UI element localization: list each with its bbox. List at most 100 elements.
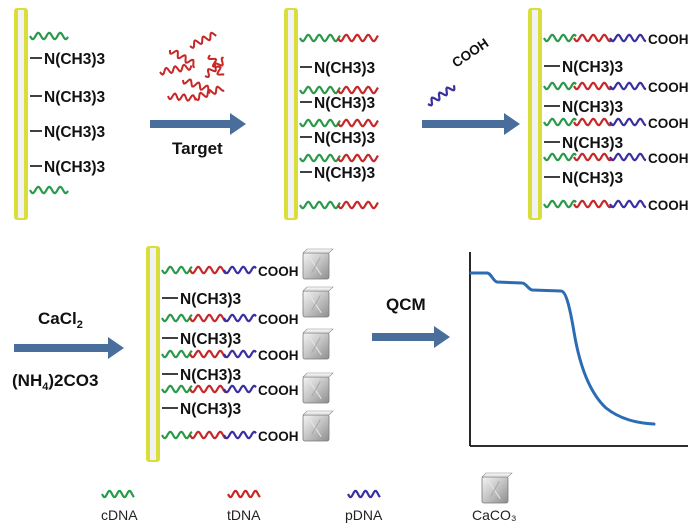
carbonate-close: )2CO3 bbox=[48, 371, 98, 390]
tdna-strand bbox=[182, 78, 211, 94]
caco3-crystal bbox=[302, 372, 334, 404]
cdna-strand bbox=[161, 430, 193, 440]
target-dna-cluster bbox=[159, 31, 225, 102]
cdna-strand bbox=[543, 199, 577, 209]
amine-label: N(CH3)3 bbox=[314, 60, 376, 77]
tdna-strand bbox=[189, 265, 227, 275]
legend: cDNA tDNA pDNA CaCO₃ bbox=[101, 472, 517, 523]
electrode-core bbox=[532, 10, 538, 218]
qcm-label: QCM bbox=[386, 295, 426, 314]
tdna-strand bbox=[573, 199, 613, 209]
tdna-strand bbox=[159, 63, 193, 76]
amine-label: N(CH3)3 bbox=[44, 159, 106, 176]
tdna-strand bbox=[573, 117, 613, 127]
tdna-strand bbox=[337, 118, 379, 128]
carboxyl-label: COOH bbox=[648, 32, 689, 47]
cdna-legend-icon bbox=[101, 489, 135, 499]
tdna-strand bbox=[337, 153, 379, 163]
cacl2-label: CaCl2 bbox=[38, 309, 83, 331]
pdna-strand bbox=[609, 81, 647, 91]
panel-2-hybridized-electrode: N(CH3)3 N(CH3)3 N(CH3)3 N(CH3)3 bbox=[284, 8, 379, 220]
legend-item-cdna: cDNA bbox=[101, 489, 138, 523]
pdna-strand bbox=[609, 152, 647, 162]
crystal-group-p4 bbox=[302, 248, 334, 442]
tdna-strand bbox=[573, 152, 613, 162]
cdna-strand bbox=[161, 384, 193, 394]
panel-3-pdna-bound-electrode: COOH COOH COOH COOH COOH N(CH3)3 N(CH3)3… bbox=[528, 8, 689, 220]
cdna-strand bbox=[299, 153, 341, 163]
strand-group-p4 bbox=[161, 265, 257, 440]
ammonium-carbonate-label: (NH4)2CO3 bbox=[12, 371, 98, 393]
cdna-strand bbox=[543, 81, 577, 91]
strand-group-p2 bbox=[299, 33, 379, 210]
tdna-strand bbox=[167, 92, 197, 102]
carboxyl-label: COOH bbox=[648, 116, 689, 131]
amine-label: N(CH3)3 bbox=[44, 124, 106, 141]
tdna-strand bbox=[189, 430, 227, 440]
electrode-core bbox=[150, 248, 156, 460]
legend-item-tdna: tDNA bbox=[227, 489, 261, 523]
cacl2-sub: 2 bbox=[77, 319, 83, 331]
amine-label: N(CH3)3 bbox=[44, 89, 106, 106]
caco3-crystal bbox=[302, 248, 334, 280]
legend-label-pdna: pDNA bbox=[345, 507, 383, 523]
pdna-strand bbox=[223, 430, 257, 440]
tdna-strand bbox=[573, 33, 613, 43]
carboxyl-label: COOH bbox=[258, 348, 299, 363]
step-arrow-3 bbox=[14, 337, 124, 359]
tdna-strand bbox=[189, 31, 217, 49]
carbonate-sub: 4 bbox=[42, 381, 49, 393]
amine-label: N(CH3)3 bbox=[314, 130, 376, 147]
cdna-strand bbox=[29, 31, 69, 41]
carboxyl-label: COOH bbox=[648, 151, 689, 166]
amine-label: N(CH3)3 bbox=[44, 51, 106, 68]
caco3-crystal bbox=[302, 410, 334, 442]
cdna-strand bbox=[161, 349, 193, 359]
pdna-strand bbox=[223, 313, 257, 323]
tdna-strand bbox=[194, 85, 225, 102]
pdna-strand bbox=[427, 85, 456, 107]
tdna-strand bbox=[189, 313, 227, 323]
tdna-strand bbox=[189, 349, 227, 359]
caco3-crystal bbox=[302, 328, 334, 360]
electrode-core bbox=[18, 10, 24, 218]
amine-label: N(CH3)3 bbox=[562, 99, 624, 116]
caco3-crystal bbox=[302, 286, 334, 318]
tdna-strand bbox=[337, 33, 379, 43]
caco3-crystal bbox=[481, 472, 513, 504]
amine-label: N(CH3)3 bbox=[562, 59, 624, 76]
legend-item-pdna: pDNA bbox=[345, 489, 383, 523]
frequency-curve bbox=[469, 271, 656, 426]
cacl2-main: CaCl bbox=[38, 309, 77, 328]
cdna-strand bbox=[299, 33, 341, 43]
carboxyl-label: COOH bbox=[648, 198, 689, 213]
strand-group-p3 bbox=[543, 33, 647, 209]
pdna-strand bbox=[609, 117, 647, 127]
cdna-strand bbox=[299, 200, 341, 210]
pdna-strand bbox=[609, 33, 647, 43]
cdna-strand bbox=[161, 313, 193, 323]
step-arrow-2 bbox=[422, 113, 520, 135]
pdna-strand bbox=[223, 265, 257, 275]
cdna-strand bbox=[543, 152, 577, 162]
pdna-strand bbox=[223, 349, 257, 359]
tdna-strand bbox=[204, 56, 224, 79]
carbonate-open: (NH bbox=[12, 371, 42, 390]
tdna-strand bbox=[573, 81, 613, 91]
pdna-legend-icon bbox=[347, 489, 381, 499]
legend-label-tdna: tDNA bbox=[227, 507, 261, 523]
legend-label-cdna: cDNA bbox=[101, 507, 138, 523]
carboxyl-label: COOH bbox=[648, 80, 689, 95]
step-arrow-4 bbox=[372, 326, 450, 348]
cdna-strand bbox=[543, 117, 577, 127]
amine-label: N(CH3)3 bbox=[180, 367, 242, 384]
legend-item-caco3: CaCO₃ bbox=[472, 472, 517, 523]
amine-label: N(CH3)3 bbox=[314, 165, 376, 182]
carboxyl-label: COOH bbox=[258, 312, 299, 327]
tdna-strand bbox=[168, 49, 195, 69]
pdna-reagent bbox=[427, 85, 456, 107]
amine-label: N(CH3)3 bbox=[314, 95, 376, 112]
cdna-strand bbox=[299, 85, 341, 95]
cdna-strand bbox=[299, 118, 341, 128]
